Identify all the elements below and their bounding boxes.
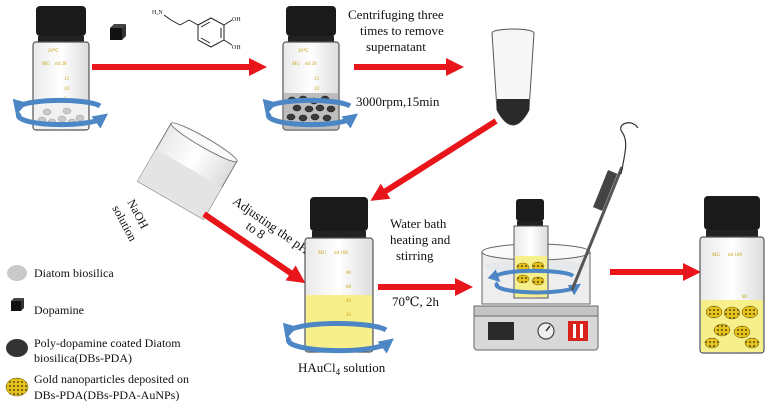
beaker-haucl4: MG ml 100 80 60 40 20 — [282, 197, 394, 354]
power-switch-icon — [568, 321, 588, 341]
beaker-tick: 15 — [314, 77, 320, 82]
stir-arrow-icon — [12, 97, 102, 116]
legend-aunps-label: Gold nanoparticles deposited on — [34, 372, 189, 386]
naoh-beaker — [136, 122, 238, 220]
beaker-unit: ml 20 — [55, 62, 67, 67]
legend-dbs-pda-label: Poly-dopamine coated Diatom — [34, 336, 181, 350]
beaker-unit: ml 100 — [728, 253, 743, 258]
bath-label: heating and — [390, 232, 451, 247]
svg-text:H₂N: H₂N — [152, 10, 163, 16]
centrifuge-speed-label: 3000rpm,15min — [356, 94, 440, 109]
beaker-tick: 20 — [346, 313, 352, 318]
stir-arrow-icon — [487, 268, 575, 283]
arrow-step-3 — [370, 118, 498, 201]
stir-arrow-icon — [262, 97, 352, 116]
svg-text:OH: OH — [232, 45, 241, 51]
thermometer-probe-icon — [570, 166, 624, 291]
legend: Diatom biosilica Dopamine Poly-dopamine … — [5, 265, 189, 402]
centrifuge-tube-icon — [491, 28, 535, 126]
stir-arrow-icon — [285, 336, 394, 354]
beaker-top-label: 20℃ — [48, 48, 59, 54]
legend-dopamine-label: Dopamine — [34, 303, 84, 317]
beaker-brand: MG — [712, 253, 720, 258]
bath-condition-label: 70℃, 2h — [392, 294, 440, 309]
beaker-brand: MG — [318, 251, 326, 256]
legend-diatom-icon — [7, 265, 27, 281]
beaker-top-label: 20℃ — [298, 48, 309, 54]
dopamine-cube-icon — [110, 24, 126, 40]
legend-aunps-icon — [5, 377, 29, 397]
gold-particles — [704, 305, 760, 349]
ph-label: Adjusting the pH — [230, 193, 312, 257]
arrow-naoh — [202, 211, 306, 284]
svg-text:OH: OH — [232, 17, 241, 23]
legend-diatom-label: Diatom biosilica — [34, 266, 114, 280]
dopamine-structure-icon — [163, 14, 233, 48]
beaker-tick: 80 — [742, 295, 748, 300]
beaker-unit: ml 100 — [334, 251, 349, 256]
beaker-tick: 15 — [64, 77, 70, 82]
beaker-tick: 80 — [346, 271, 352, 276]
gold-particles — [516, 261, 545, 286]
haucl4-label: HAuCl4 solution — [298, 360, 386, 377]
stir-arrow-icon — [282, 320, 388, 340]
beaker-tick: 60 — [346, 285, 352, 290]
beaker-dbs-pda-aunps: MG ml 100 80 — [699, 196, 765, 354]
probe-cable — [620, 122, 639, 175]
beaker-diatom: 20℃ MG ml 20 15 10 5 — [12, 6, 109, 131]
bath-label: stirring — [396, 248, 434, 263]
beaker-brand: MG — [292, 62, 300, 67]
legend-aunps-label: DBs-PDA(DBs-PDA-AuNPs) — [34, 388, 179, 402]
legend-dbs-pda-label: biosilica(DBs-PDA) — [34, 351, 132, 365]
beaker-tick: 10 — [64, 87, 70, 92]
display-panel — [488, 322, 514, 340]
stir-arrow-icon — [494, 281, 582, 296]
legend-dopamine-icon — [11, 298, 24, 311]
legend-dbs-pda-icon — [6, 339, 28, 357]
centrifuge-label: supernatant — [366, 39, 426, 54]
stir-arrow-icon — [15, 111, 109, 129]
beaker-brand: MG — [42, 62, 50, 67]
centrifuge-label: Centrifuging three — [348, 7, 444, 22]
stir-arrow-icon — [265, 111, 359, 129]
beaker-tick: 40 — [346, 299, 352, 304]
beaker-unit: ml 20 — [305, 62, 317, 67]
bath-label: Water bath — [390, 216, 447, 231]
beaker-tick: 10 — [314, 87, 320, 92]
water-bath-stirrer — [473, 122, 639, 351]
beaker-dbs-pda: 20℃ MG ml 20 15 10 5 — [262, 6, 359, 131]
centrifuge-label: times to remove — [360, 23, 444, 38]
